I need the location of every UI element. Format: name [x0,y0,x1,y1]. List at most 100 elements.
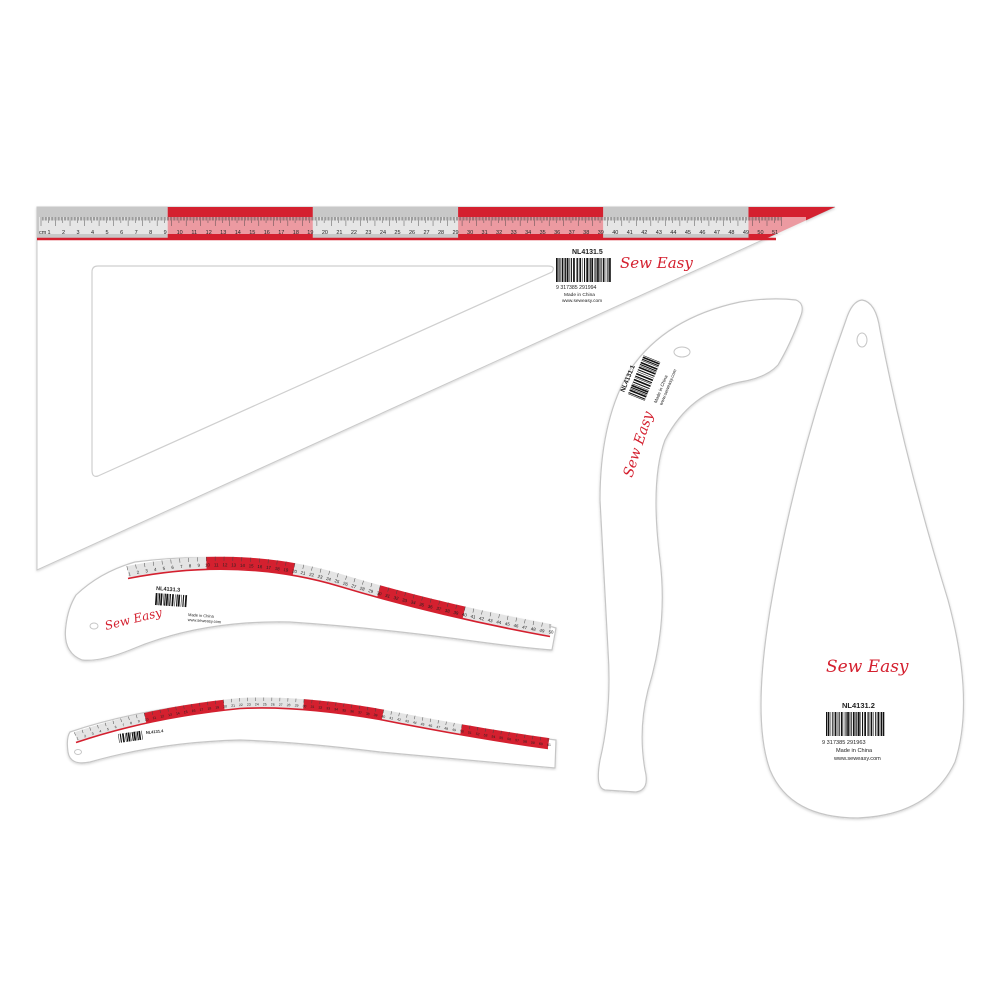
sew-easy-logo: Sew Easy [620,254,693,272]
scale-segment [454,604,466,619]
scale-tick-label: 18 [293,230,299,236]
scale-tick-label: 49 [452,728,457,733]
scale-tick-label: 29 [452,230,458,236]
scale-segment [326,570,339,585]
scale-tick-label: 20 [292,568,298,574]
teardrop-curve-ruler: Sew Easy NL4131.2 9 317385 291963 Made i… [760,299,965,819]
scale-segment [199,701,210,713]
scale-segment [540,622,552,637]
scale-tick-label: 21 [336,230,342,236]
scale-tick-label: 2 [84,734,87,738]
scale-tick-label: 19 [307,230,313,236]
teardrop-body [760,299,965,819]
armhole-hang-hole [673,346,691,358]
scale-segment [223,698,234,710]
scale-segment [499,730,510,743]
scale-segment [247,697,257,708]
sew-easy-logo: Sew Easy [826,657,909,677]
scale-tick-label: 19 [283,567,289,573]
scale-tick-label: 33 [511,230,517,236]
scale-segment [249,557,261,571]
scale-tick-label: 4 [154,567,158,572]
scale-tick-label: 43 [656,230,662,236]
scale-tick-label: 4 [99,729,102,733]
armhole-curve-body [597,298,803,793]
scale-segment [267,559,278,573]
teardrop-model-label: NL4131.2 [842,701,875,710]
scale-segment [263,697,273,708]
scale-tick-label: 17 [278,230,284,236]
scale-tick-label: 11 [214,562,219,567]
scale-tick-label: 61 [547,743,551,747]
scale-segment [105,720,117,733]
scale-tick-label: 34 [410,599,417,605]
scale-segment [255,697,265,708]
scale-segment [311,699,321,711]
scale-segment [374,708,385,720]
scale-tick-label: 47 [522,624,528,630]
scale-tick-label: 8 [189,563,192,568]
scale-segment [197,556,208,570]
scale-tick-label: 32 [318,705,322,709]
scale-segment [179,557,190,571]
scale-tick-label: 13 [220,230,226,236]
scale-tick-label: 43 [487,617,493,623]
scale-tick-label: 22 [351,230,357,236]
scale-tick-label: 1 [76,736,79,740]
scale-tick-label: 28 [287,703,291,707]
scale-tick-label: 21 [300,570,306,576]
scale-tick-label: 32 [496,230,502,236]
scale-tick-label: 7 [180,564,183,569]
scale-segment [206,556,216,569]
scale-tick-label: 38 [366,712,370,717]
scale-tick-label: 56 [507,737,511,742]
scale-segment [531,735,542,747]
scale-tick-label: 33 [326,706,330,710]
scale-tick-label: 41 [627,230,633,236]
scale-segment [419,596,432,611]
triangle-made-in: Made in China [564,292,595,298]
scale-tick-label: 36 [554,230,560,236]
scale-tick-label: 27 [351,583,358,589]
scale-tick-label: 7 [135,230,138,236]
scale-segment [188,557,199,570]
triangle-barcode-digits: 9 317385 291994 [556,285,597,291]
scale-tick-label: 6 [171,565,175,570]
scale-tick-label: 24 [255,702,259,706]
scale-tick-label: 45 [505,621,511,627]
scale-segment [136,712,147,725]
scale-segment [523,734,534,746]
scale-tick-label: 31 [482,230,488,236]
scale-segment [215,699,226,711]
scale-tick-label: 1 [47,230,50,236]
scale-segment [385,587,398,602]
scale-segment [334,702,345,714]
scale-tick-label: 13 [231,562,237,567]
scale-tick-label: 33 [402,597,409,603]
triangle-model-label: NL4131.5 [572,249,603,256]
teardrop-barcode-digits: 9 317385 291963 [822,740,866,746]
scale-segment [319,700,329,712]
scale-tick-label: 55 [499,736,503,741]
scale-segment [175,705,186,717]
scale-tick-label: 5 [107,727,110,731]
scale-tick-label: 41 [389,716,394,721]
scale-tick-label: 27 [279,703,283,707]
scale-tick-label: 17 [266,565,272,571]
scale-tick-label: 39 [453,610,459,616]
teardrop-made-in: Made in China [836,748,873,754]
triangle-barcode: 9 317385 291994 [556,258,611,291]
scale-tick-label: 24 [380,230,386,236]
scale-tick-label: 14 [240,563,246,568]
scale-tick-label: 38 [444,608,450,614]
scale-segment [368,583,381,598]
scale-tick-label: 52 [475,732,479,737]
scale-tick-label: 35 [419,602,425,608]
scale-tick-label: 8 [149,230,152,236]
scale-segment [381,709,393,722]
scale-segment [231,697,241,709]
scale-tick-label: 49 [539,628,545,634]
